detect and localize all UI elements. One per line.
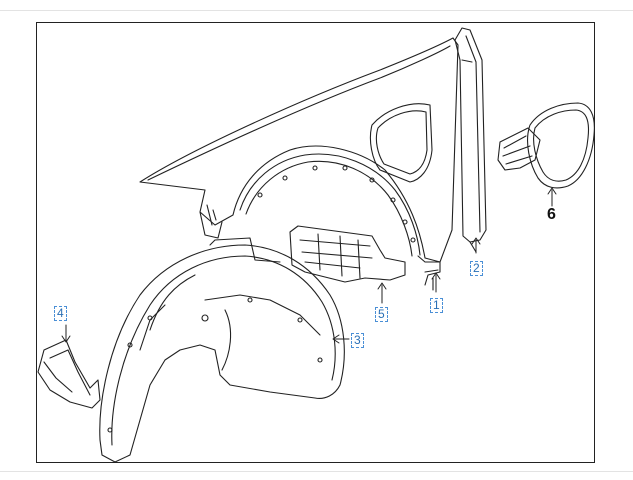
top-divider [0, 10, 633, 11]
splash-shield-part [289, 225, 406, 283]
callout-6: 6 [547, 206, 556, 223]
pillar-trim-part [454, 27, 487, 253]
fuel-door-part [497, 102, 595, 189]
callout-1: 1 [430, 298, 443, 313]
fender-part [139, 37, 459, 291]
callout-2: 2 [470, 261, 483, 276]
callout-4: 4 [54, 306, 67, 321]
bottom-divider [0, 471, 633, 472]
lower-bracket-part [37, 339, 101, 409]
callout-3: 3 [351, 333, 364, 348]
leader-lines [61, 187, 557, 344]
callout-5: 5 [375, 307, 388, 322]
wheel-liner-part [99, 237, 345, 463]
